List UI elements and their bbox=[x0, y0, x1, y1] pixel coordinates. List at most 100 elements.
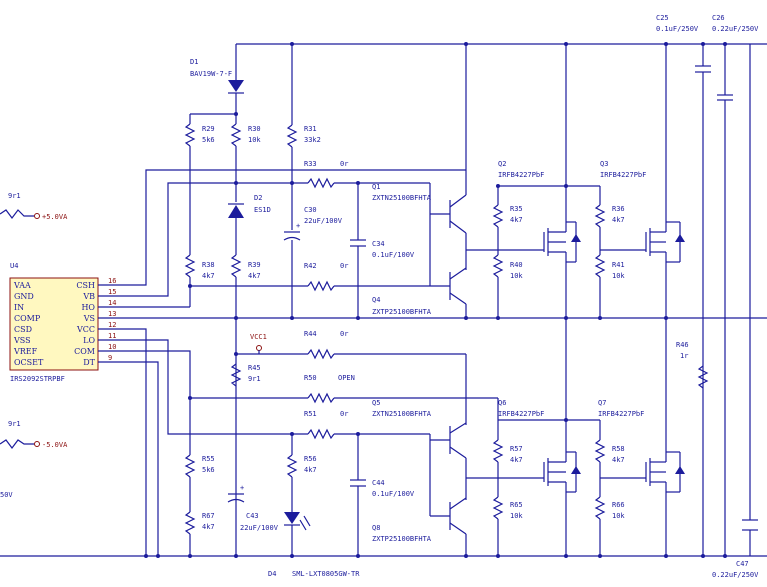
r46-ref: R46 bbox=[676, 341, 689, 349]
pin-vb: VB bbox=[82, 292, 95, 301]
r42-ref: R42 bbox=[304, 262, 317, 270]
pin-vaa: VAA bbox=[13, 281, 31, 290]
d1-diode: D1 BAV19W-7-F bbox=[190, 58, 244, 124]
pin-comp: COMP bbox=[14, 314, 41, 323]
q6-part: IRFB4227PbF bbox=[498, 410, 544, 418]
r56-value: 4k7 bbox=[304, 466, 317, 474]
pin-num-9: 9 bbox=[108, 354, 112, 362]
r44-value: 0r bbox=[340, 330, 348, 338]
q1-q4-totem: Q1 ZXTN25100BFHTA Q4 ZXTP25100BFHTA bbox=[372, 180, 520, 318]
r41-value: 10k bbox=[612, 272, 625, 280]
r67-ref: R67 bbox=[202, 512, 215, 520]
neg-ref: 9r1 bbox=[8, 420, 21, 428]
pin-ocset: OCSET bbox=[14, 358, 44, 367]
vcc1-label: VCC1 bbox=[250, 333, 267, 341]
junction-dots bbox=[144, 42, 727, 558]
pin-num-14: 14 bbox=[108, 299, 116, 307]
r29-ref: R29 bbox=[202, 125, 215, 133]
c34-value: 0.1uF/100V bbox=[372, 251, 415, 259]
c47-ref: C47 bbox=[736, 560, 749, 568]
u4-ref: U4 bbox=[10, 262, 18, 270]
q5-q8-totem: Q5 ZXTN25100BFHTA Q8 ZXTP25100BFHTA bbox=[372, 399, 520, 556]
left-cut-label: 50V bbox=[0, 491, 13, 499]
d4-ref: D4 bbox=[268, 570, 276, 578]
d2-part: ES1D bbox=[254, 206, 271, 214]
pin-num-15: 15 bbox=[108, 288, 116, 296]
r36-value: 4k7 bbox=[612, 216, 625, 224]
r40-value: 10k bbox=[510, 272, 523, 280]
c44: C44 0.1uF/100V bbox=[350, 434, 415, 556]
r51-ref: R51 bbox=[304, 410, 317, 418]
r38-value: 4k7 bbox=[202, 272, 215, 280]
c47-value: 0.22uF/250V bbox=[712, 571, 759, 579]
r39-value: 4k7 bbox=[248, 272, 261, 280]
d1-part: BAV19W-7-F bbox=[190, 70, 232, 78]
q5-part: ZXTN25100BFHTA bbox=[372, 410, 432, 418]
r42-value: 0r bbox=[340, 262, 348, 270]
pin-vref: VREF bbox=[13, 347, 38, 356]
d4-part: SML-LXT0805GW-TR bbox=[292, 570, 360, 578]
r57-ref: R57 bbox=[510, 445, 523, 453]
r29-r38-column: R29 5k6 R38 4k7 bbox=[184, 113, 236, 307]
r51: R51 0r bbox=[304, 410, 430, 440]
d2-ref: D2 bbox=[254, 194, 262, 202]
q2-upper-mosfet: Q2 IRFB4227PbF R35 4k7 R40 10k bbox=[492, 160, 581, 318]
r41-ref: R41 bbox=[612, 261, 625, 269]
q6-lower-mosfet: Q6 IRFB4227PbF R57 4k7 R65 10k bbox=[492, 318, 581, 556]
power-ports: 9r1 +5.0VA 9r1 -5.0VA 50V bbox=[0, 192, 68, 499]
r35-ref: R35 bbox=[510, 205, 523, 213]
q3-upper-mosfet: Q3 IRFB4227PbF R36 4k7 R41 10k bbox=[566, 160, 685, 318]
r51-value: 0r bbox=[340, 410, 348, 418]
c25-value: 0.1uF/250V bbox=[656, 25, 699, 33]
c44-value: 0.1uF/100V bbox=[372, 490, 415, 498]
r45-ref: R45 bbox=[248, 364, 261, 372]
r55-ref: R55 bbox=[202, 455, 215, 463]
c43-value: 22uF/100V bbox=[240, 524, 279, 532]
q5-ref: Q5 bbox=[372, 399, 380, 407]
r33: R33 0r bbox=[304, 160, 430, 189]
r44-ref: R44 bbox=[304, 330, 317, 338]
r58-ref: R58 bbox=[612, 445, 625, 453]
u4-driver-ic: U4 IRS2092STRPBF VAA GND IN COMP CSD VSS… bbox=[9, 262, 135, 383]
rails bbox=[0, 43, 767, 557]
r67-value: 4k7 bbox=[202, 523, 215, 531]
c25-c26: C25 0.1uF/250V C26 0.22uF/250V bbox=[656, 14, 759, 101]
c26-ref: C26 bbox=[712, 14, 725, 22]
q6-ref: Q6 bbox=[498, 399, 506, 407]
pin-gnd: GND bbox=[14, 292, 34, 301]
c43-ref: C43 bbox=[246, 512, 259, 520]
drive-wiring bbox=[135, 169, 767, 556]
r30-ref: R30 bbox=[248, 125, 261, 133]
c43-plus: + bbox=[240, 484, 244, 492]
c43: + C43 22uF/100V bbox=[227, 484, 279, 532]
q3-part: IRFB4227PbF bbox=[600, 171, 646, 179]
r56-d4-column: R56 4k7 D4 SML-LXT0805GW-TR bbox=[268, 434, 360, 578]
r30-d2-r39-column: R30 10k D2 ES1D R39 4k7 bbox=[228, 123, 271, 556]
r42: R42 0r bbox=[190, 262, 430, 292]
q7-ref: Q7 bbox=[598, 399, 606, 407]
pin-ho: HO bbox=[81, 303, 95, 312]
r66-value: 10k bbox=[612, 512, 625, 520]
r65-value: 10k bbox=[510, 512, 523, 520]
q8-ref: Q8 bbox=[372, 524, 380, 532]
r56-ref: R56 bbox=[304, 455, 317, 463]
r65-ref: R65 bbox=[510, 501, 523, 509]
c25-ref: C25 bbox=[656, 14, 669, 22]
r50-value: OPEN bbox=[338, 374, 355, 382]
c30-plus: + bbox=[296, 222, 300, 230]
pin-csh: CSH bbox=[76, 281, 95, 290]
r33-value: 0r bbox=[340, 160, 348, 168]
r50: R50 OPEN bbox=[190, 374, 498, 404]
r45: R45 9r1 bbox=[230, 363, 261, 387]
pin-num-11: 11 bbox=[108, 332, 116, 340]
r57-value: 4k7 bbox=[510, 456, 523, 464]
q1-ref: Q1 bbox=[372, 183, 380, 191]
r50-ref: R50 bbox=[304, 374, 317, 382]
q3-ref: Q3 bbox=[600, 160, 608, 168]
q7-part: IRFB4227PbF bbox=[598, 410, 644, 418]
r29-value: 5k6 bbox=[202, 136, 215, 144]
pin-in: IN bbox=[14, 303, 24, 312]
r45-value: 9r1 bbox=[248, 375, 261, 383]
q4-part: ZXTP25100BFHTA bbox=[372, 308, 432, 316]
